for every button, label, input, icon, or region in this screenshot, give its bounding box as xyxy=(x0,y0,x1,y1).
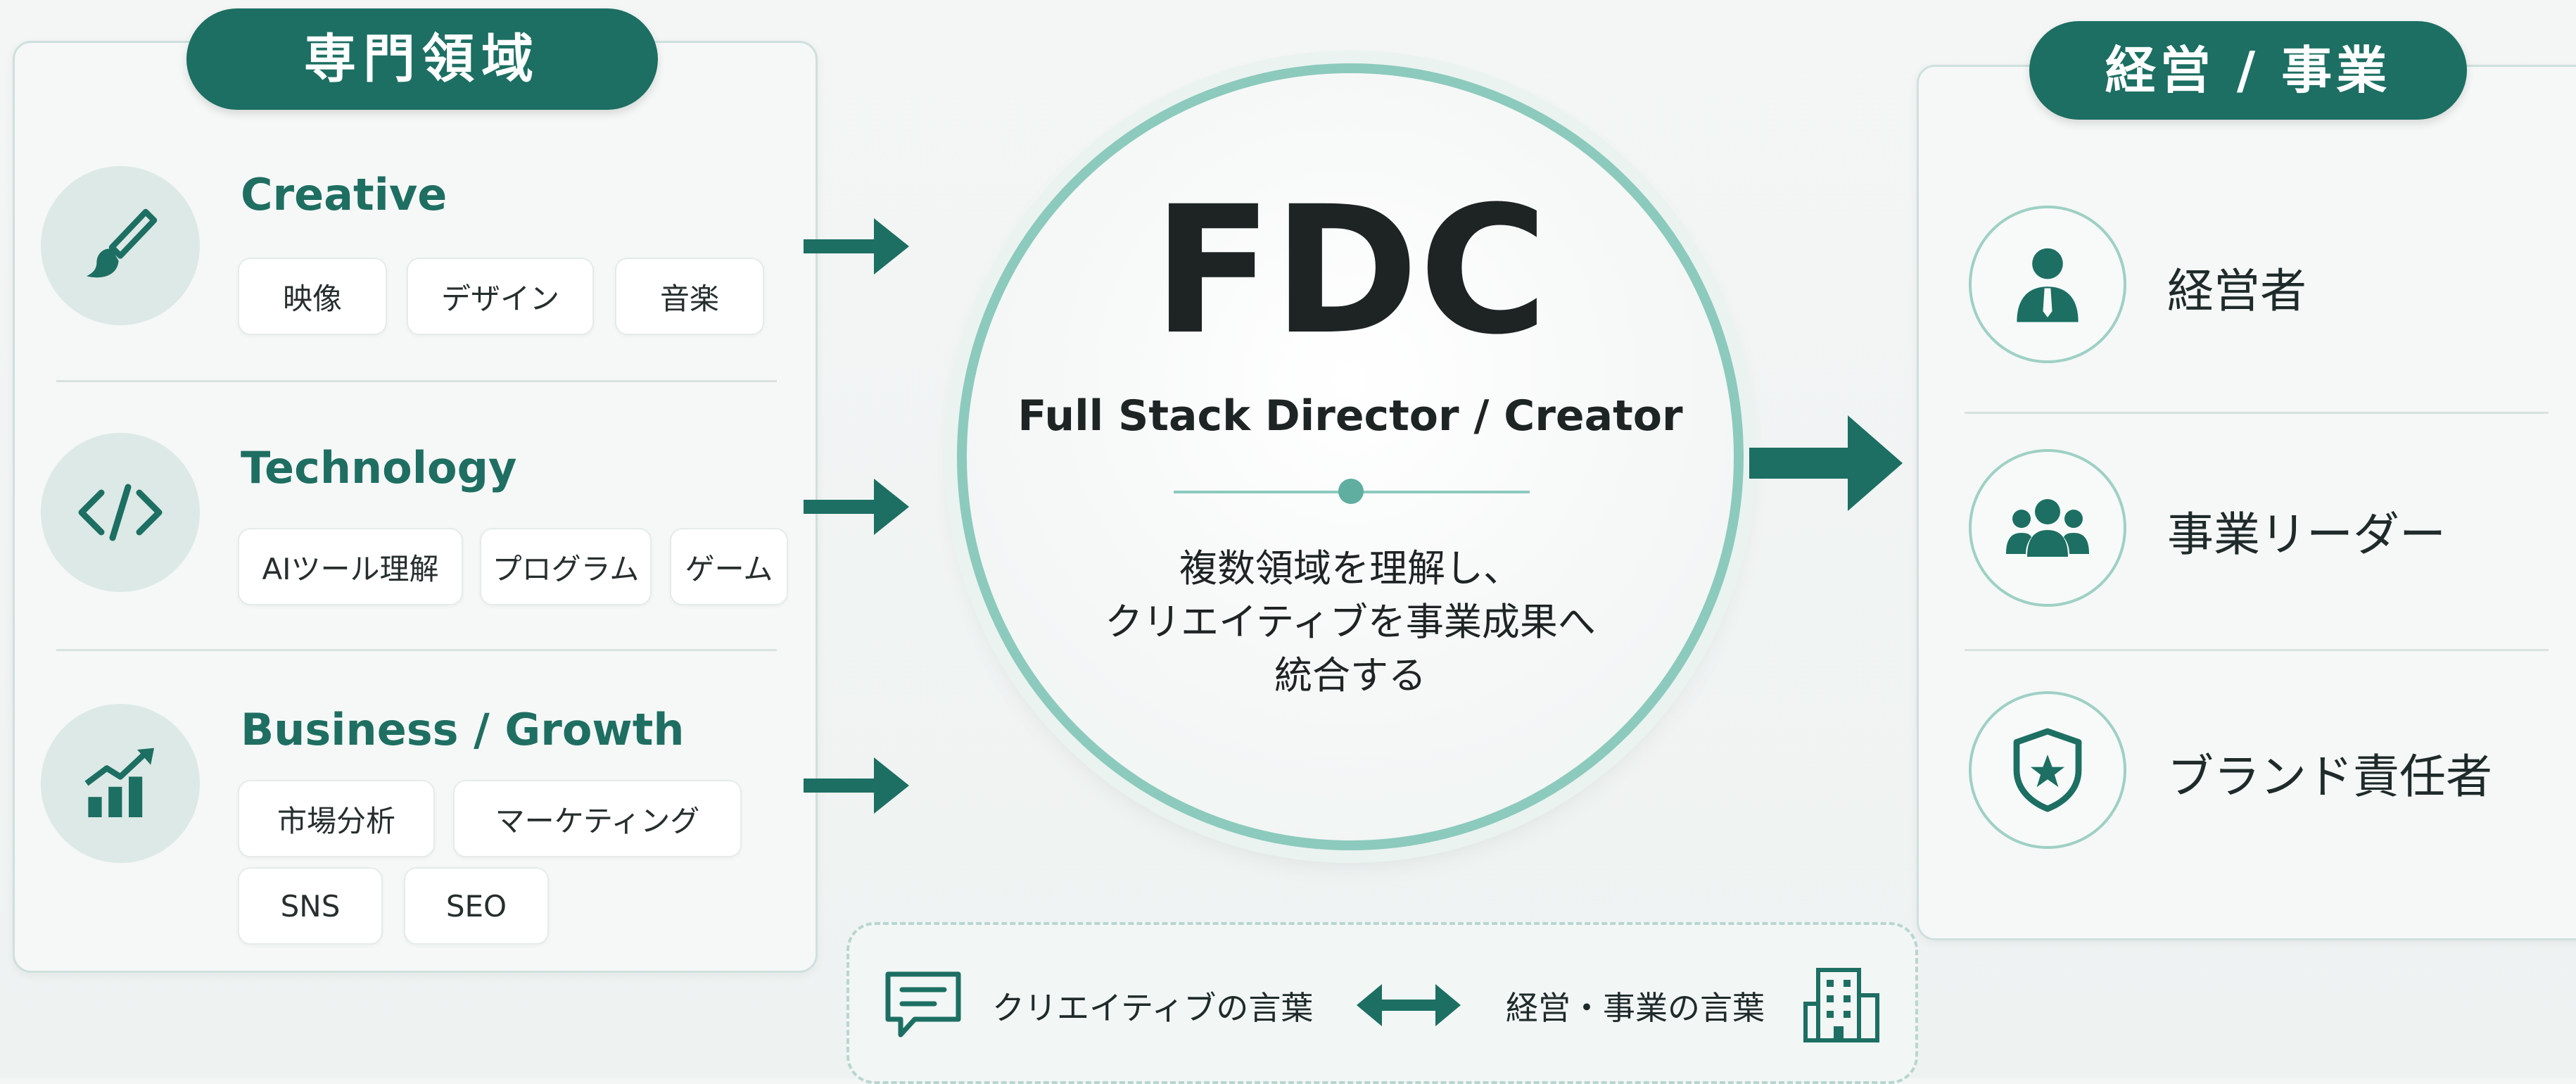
executive-icon-circle xyxy=(1969,206,2126,363)
divider xyxy=(56,649,777,651)
fdc-description: 複数領域を理解し、 クリエイティブを事業成果へ 統合する xyxy=(957,542,1744,702)
fdc-description-line: クリエイティブを事業成果へ xyxy=(1105,600,1596,644)
divider xyxy=(1965,412,2549,414)
shield-icon-circle xyxy=(1969,691,2126,849)
tag-chip: マーケティング xyxy=(453,780,742,857)
tag-chip: SNS xyxy=(238,867,383,945)
role-label-brand-manager: ブランド責任者 xyxy=(2167,750,2492,804)
building-icon xyxy=(1803,968,1879,1042)
category-title-creative: Creative xyxy=(241,169,448,220)
creative-icon-circle xyxy=(41,166,200,325)
specialty-panel-title: 専門領域 xyxy=(186,8,658,110)
double-arrow-icon xyxy=(1357,984,1461,1026)
category-title-business: Business / Growth xyxy=(241,704,685,755)
tag-chip: ゲーム xyxy=(670,528,788,605)
business-icon-circle xyxy=(41,704,200,863)
team-icon xyxy=(2006,499,2089,557)
divider xyxy=(56,380,777,382)
divider xyxy=(1965,649,2549,651)
chat-icon xyxy=(885,971,961,1038)
role-label-business-leader: 事業リーダー xyxy=(2167,508,2446,562)
fdc-description-line: 統合する xyxy=(1274,653,1426,698)
management-panel-title: 経営 / 事業 xyxy=(2029,21,2467,120)
business-language-label: 経営・事業の言葉 xyxy=(1506,989,1765,1027)
technology-icon-circle xyxy=(41,433,200,592)
tag-chip: 音楽 xyxy=(615,258,764,335)
executive-icon xyxy=(2017,248,2079,322)
growth-chart-icon xyxy=(84,748,154,817)
tag-chip: AIツール理解 xyxy=(238,528,463,605)
tag-chip: SEO xyxy=(404,867,549,945)
tag-chip: デザイン xyxy=(407,258,594,335)
role-label-executive: 経営者 xyxy=(2167,264,2307,318)
tag-chip: 映像 xyxy=(238,258,387,335)
arrow-right-icon xyxy=(804,218,909,275)
paintbrush-icon xyxy=(87,208,158,278)
fdc-subtitle: Full Stack Director / Creator xyxy=(1017,391,1683,441)
category-title-technology: Technology xyxy=(241,442,517,493)
team-icon-circle xyxy=(1969,449,2126,607)
tag-chip: 市場分析 xyxy=(238,780,435,857)
fdc-divider-dot xyxy=(1338,479,1364,504)
arrow-right-icon xyxy=(1749,415,1903,511)
code-icon xyxy=(78,484,163,541)
creative-language-label: クリエイティブの言葉 xyxy=(992,989,1314,1027)
fdc-title: FDC xyxy=(1153,168,1548,373)
tag-chip: プログラム xyxy=(480,528,652,605)
arrow-right-icon xyxy=(804,757,909,814)
arrow-right-icon xyxy=(804,479,909,535)
shield-star-icon xyxy=(2013,728,2082,812)
fdc-description-line: 複数領域を理解し、 xyxy=(1179,546,1521,591)
